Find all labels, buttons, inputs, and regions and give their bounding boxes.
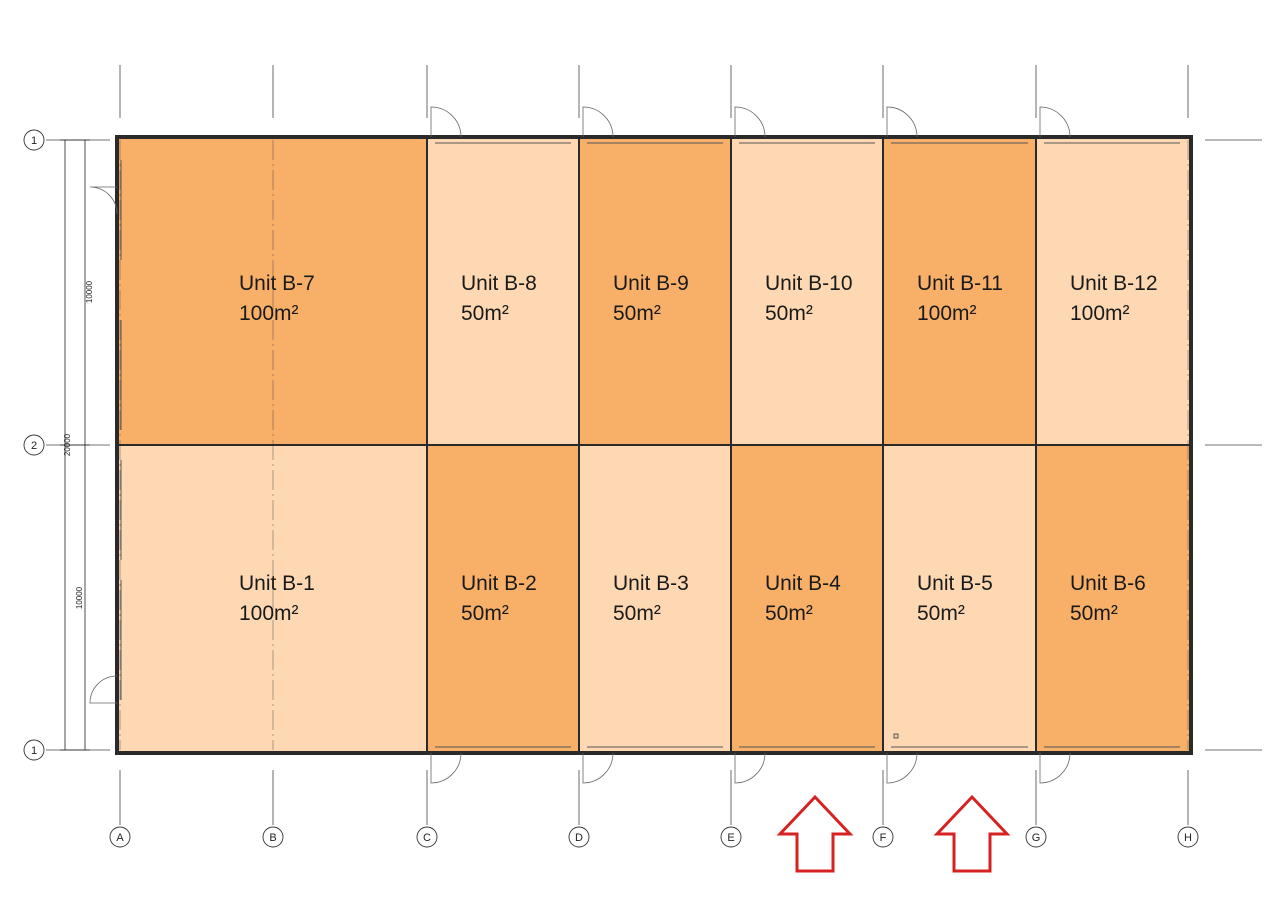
unit-b-10-name: Unit B-10 bbox=[765, 272, 853, 295]
grid-label-row-2: 1 bbox=[31, 745, 37, 757]
grid-label-B: B bbox=[269, 832, 276, 844]
door-swing-bottom-6 bbox=[1039, 752, 1071, 784]
grid-bubble-F bbox=[872, 826, 894, 848]
grid-label-row-0: 1 bbox=[31, 135, 37, 147]
grid-bubble-row-2 bbox=[23, 739, 45, 761]
grid-label-H: H bbox=[1184, 832, 1192, 844]
unit-b-2-name: Unit B-2 bbox=[461, 572, 537, 595]
up-arrow-2-icon bbox=[933, 794, 1011, 873]
grid-label-A: A bbox=[116, 832, 124, 844]
unit-b-7-name: Unit B-7 bbox=[239, 272, 315, 295]
unit-b-12-area-label: 100m² bbox=[1070, 302, 1130, 325]
grid-bubble-H bbox=[1177, 826, 1199, 848]
unit-b-1-area bbox=[117, 445, 427, 753]
walls-layer bbox=[115, 135, 1193, 755]
unit-b-9-area-label: 50m² bbox=[613, 302, 661, 325]
unit-b-9-area bbox=[579, 137, 731, 445]
unit-b-7-area-label: 100m² bbox=[239, 302, 299, 325]
grid-label-row-1: 2 bbox=[31, 440, 37, 452]
unit-b-6-area-label: 50m² bbox=[1070, 602, 1118, 625]
units-layer bbox=[117, 137, 1191, 753]
unit-b-10-area-label: 50m² bbox=[765, 302, 813, 325]
unit-b-5-area bbox=[883, 445, 1036, 753]
unit-b-3-name: Unit B-3 bbox=[613, 572, 689, 595]
unit-b-12-name: Unit B-12 bbox=[1070, 272, 1158, 295]
grid-bubbles-layer: A B C D E F G H 1 2 1 bbox=[23, 129, 1199, 848]
unit-b-4-area-label: 50m² bbox=[765, 602, 813, 625]
unit-b-6-name: Unit B-6 bbox=[1070, 572, 1146, 595]
unit-b-1-area-label: 100m² bbox=[239, 602, 299, 625]
entrance-arrows-layer bbox=[776, 794, 1011, 873]
dimension-upper-label: 10000 bbox=[85, 280, 94, 303]
dimension-layer: 20000 10000 10000 bbox=[60, 139, 94, 751]
door-swing-bottom-2 bbox=[430, 752, 462, 784]
door-swing-bottom-3 bbox=[582, 752, 614, 784]
unit-b-2-area-label: 50m² bbox=[461, 602, 509, 625]
door-swing-left-upper bbox=[89, 186, 118, 215]
door-swing-top-5 bbox=[886, 106, 918, 138]
grid-label-C: C bbox=[423, 832, 431, 844]
unit-b-6-area bbox=[1036, 445, 1191, 753]
grid-label-G: G bbox=[1032, 832, 1041, 844]
grid-bubble-B bbox=[262, 826, 284, 848]
unit-b-3-area-label: 50m² bbox=[613, 602, 661, 625]
grid-label-D: D bbox=[575, 832, 583, 844]
unit-b-11-area-label: 100m² bbox=[917, 302, 977, 325]
unit-b-12-area bbox=[1036, 137, 1191, 445]
door-swing-top-6 bbox=[1039, 106, 1071, 138]
grid-label-E: E bbox=[727, 832, 734, 844]
grid-bubble-E bbox=[720, 826, 742, 848]
unit-b-8-name: Unit B-8 bbox=[461, 272, 537, 295]
unit-b-11-area bbox=[883, 137, 1036, 445]
unit-b-1-name: Unit B-1 bbox=[239, 572, 315, 595]
door-swing-left-lower bbox=[89, 675, 118, 704]
outer-wall bbox=[115, 135, 1193, 755]
grid-bubble-C bbox=[416, 826, 438, 848]
unit-b-11-name: Unit B-11 bbox=[917, 272, 1003, 295]
door-swing-bottom-5 bbox=[886, 752, 918, 784]
grid-bubble-D bbox=[568, 826, 590, 848]
dimension-lower-label: 10000 bbox=[75, 586, 84, 609]
grid-bubble-row-1 bbox=[23, 434, 45, 456]
grid-bubble-row-0 bbox=[23, 129, 45, 151]
unit-b-3-area bbox=[579, 445, 731, 753]
unit-b-4-name: Unit B-4 bbox=[765, 572, 841, 595]
unit-b-4-area bbox=[731, 445, 883, 753]
door-swing-top-4 bbox=[734, 106, 766, 138]
dimension-overall-label: 20000 bbox=[63, 433, 72, 456]
unit-b-8-area-label: 50m² bbox=[461, 302, 509, 325]
unit-b-8-area bbox=[427, 137, 579, 445]
door-swing-top-2 bbox=[430, 106, 462, 138]
grid-bubble-A bbox=[109, 826, 131, 848]
unit-b-10-area bbox=[731, 137, 883, 445]
unit-labels-layer: Unit B-7 100m² Unit B-8 50m² Unit B-9 50m² Uni… bbox=[239, 272, 1158, 625]
unit-b-2-area bbox=[427, 445, 579, 753]
doors-layer bbox=[89, 106, 1071, 784]
unit-b-5-area-label: 50m² bbox=[917, 602, 965, 625]
grid-bubble-G bbox=[1025, 826, 1047, 848]
unit-b-7-area bbox=[117, 137, 427, 445]
door-swing-bottom-4 bbox=[734, 752, 766, 784]
up-arrow-1-icon bbox=[776, 794, 854, 873]
unit-b-5-name: Unit B-5 bbox=[917, 572, 993, 595]
door-swing-top-3 bbox=[582, 106, 614, 138]
floor-drain-icon bbox=[893, 733, 899, 739]
grid-label-F: F bbox=[880, 832, 887, 844]
unit-b-9-name: Unit B-9 bbox=[613, 272, 689, 295]
